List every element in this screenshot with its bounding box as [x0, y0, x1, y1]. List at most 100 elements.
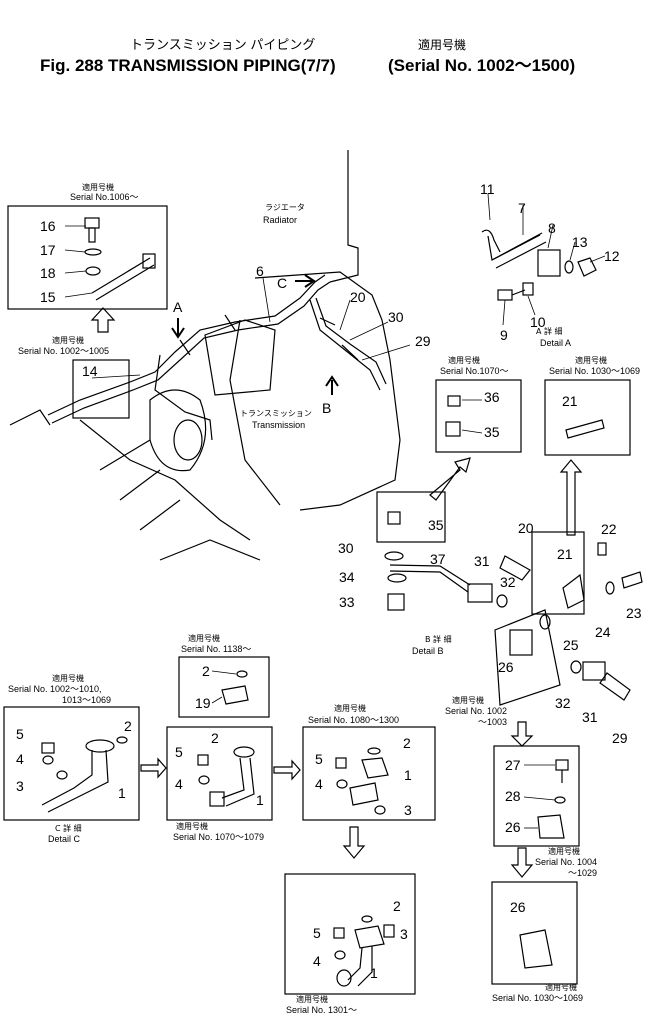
part-26c: 26: [510, 899, 526, 915]
part-29b: 29: [612, 730, 628, 746]
serial-label: Serial No.1070～: [440, 366, 509, 376]
part-2: 2: [124, 718, 132, 734]
part-13: 13: [572, 234, 588, 250]
part-27: 27: [505, 757, 521, 773]
serial-range: (Serial No. 1002～1500): [388, 56, 575, 75]
part-16: 16: [40, 218, 56, 234]
svg-text:適用号機: 適用号機: [52, 335, 84, 345]
serial-label: Serial No.1006～: [70, 192, 139, 202]
main-assembly-view: ラジエータ Radiator トランスミッション Transmission A …: [9, 150, 431, 561]
serial-label: Serial No. 1030～1069: [549, 366, 640, 376]
serial-label: Serial No. 1138～: [181, 644, 251, 654]
svg-text:適用号機: 適用号機: [296, 994, 328, 1004]
part-26b: 26: [505, 819, 521, 835]
part-4b: 4: [175, 776, 183, 792]
detail-a: 11 7 8 13 12 9 10 A 詳 細 Detail A: [480, 181, 620, 348]
part-33: 33: [339, 594, 355, 610]
serial-label: ～1003: [478, 717, 507, 727]
part-1c: 1: [404, 767, 412, 783]
serial-label: Serial No. 1002: [445, 706, 507, 716]
svg-text:適用号機: 適用号機: [452, 695, 484, 705]
part-6: 6: [256, 263, 264, 279]
part-7: 7: [518, 200, 526, 216]
svg-text:適用号機: 適用号機: [448, 355, 480, 365]
detail-box-upper-left: 適用号機 Serial No.1006～ 16 17 18 15: [7, 182, 168, 310]
part-10: 10: [530, 314, 546, 330]
part-26: 26: [498, 659, 514, 675]
part-17: 17: [40, 242, 56, 258]
part-34: 34: [339, 569, 355, 585]
detail-c-label: Detail C: [48, 834, 81, 844]
arrow-c-label: C: [277, 275, 287, 291]
part-20b: 20: [518, 520, 534, 536]
part-30b: 30: [338, 540, 354, 556]
part-5d: 5: [313, 925, 321, 941]
svg-text:適用号機: 適用号機: [176, 821, 208, 831]
arrow-a-label: A: [173, 299, 183, 315]
part-2b: 2: [202, 663, 210, 679]
arrow-b-label: B: [322, 400, 331, 416]
part-36: 36: [484, 389, 500, 405]
svg-text:適用号機: 適用号機: [82, 182, 114, 192]
part-12: 12: [604, 248, 620, 264]
part-21b: 21: [557, 546, 573, 562]
part-14: 14: [82, 363, 98, 379]
detail-a-label: Detail A: [540, 338, 571, 348]
svg-text:適用号機: 適用号機: [545, 982, 577, 992]
part-35: 35: [484, 424, 500, 440]
serial-label: Serial No. 1002～1010,: [8, 684, 102, 694]
svg-text:トランスミッション: トランスミッション: [240, 409, 312, 418]
serial-jp: 適用号機: [418, 37, 466, 52]
serial-label: Serial No. 1070～1079: [173, 832, 264, 842]
part-21: 21: [562, 393, 578, 409]
part-8: 8: [548, 220, 556, 236]
serial-label: Serial No. 1080～1300: [308, 715, 399, 725]
part-5c: 5: [315, 751, 323, 767]
radiator-label: Radiator: [263, 215, 297, 225]
part-31b: 31: [582, 709, 598, 725]
part-22: 22: [601, 521, 617, 537]
serial-label: Serial No. 1301～: [286, 1005, 357, 1015]
part-1b: 1: [256, 792, 264, 808]
part-2e: 2: [393, 898, 401, 914]
serial-label: Serial No. 1004: [535, 857, 597, 867]
detail-b-label: Detail B: [412, 646, 444, 656]
svg-text:適用号機: 適用号機: [334, 703, 366, 713]
svg-text:A 詳 細: A 詳 細: [536, 326, 563, 336]
part-1d: 1: [370, 965, 378, 981]
part-30: 30: [388, 309, 404, 325]
part-19: 19: [195, 695, 211, 711]
part-24: 24: [595, 624, 611, 640]
detail-c: 2 5 4 3 1: [16, 718, 132, 813]
svg-text:B 詳 細: B 詳 細: [425, 634, 452, 644]
serial-label: Serial No. 1002～1005: [18, 346, 109, 356]
serial-label: 1013～1069: [62, 695, 111, 705]
part-15: 15: [40, 289, 56, 305]
part-32b: 32: [555, 695, 571, 711]
part-4c: 4: [315, 776, 323, 792]
part-2d: 2: [403, 735, 411, 751]
part-2c: 2: [211, 730, 219, 746]
part-3: 3: [16, 778, 24, 794]
part-5: 5: [16, 726, 24, 742]
figure-title: Fig. 288 TRANSMISSION PIPING(7/7): [40, 56, 336, 75]
part-28: 28: [505, 788, 521, 804]
serial-label: Serial No. 1030～1069: [492, 993, 583, 1003]
part-1: 1: [118, 785, 126, 801]
title-jp: トランスミッション パイピング: [130, 37, 315, 52]
part-25: 25: [563, 637, 579, 653]
svg-text:適用号機: 適用号機: [575, 355, 607, 365]
svg-text:適用号機: 適用号機: [52, 673, 84, 683]
detail-b: 35 30 37 34 33 31 32 20 21 22 23 24 25 2…: [338, 491, 643, 746]
part-9: 9: [500, 327, 508, 343]
part-29: 29: [415, 333, 431, 349]
part-23: 23: [626, 605, 642, 621]
svg-text:C 詳 細: C 詳 細: [55, 823, 82, 833]
part-31: 31: [474, 553, 490, 569]
part-35b: 35: [428, 517, 444, 533]
svg-text:適用号機: 適用号機: [548, 846, 580, 856]
transmission-label: Transmission: [252, 420, 305, 430]
part-3c: 3: [400, 926, 408, 942]
part-5b: 5: [175, 744, 183, 760]
